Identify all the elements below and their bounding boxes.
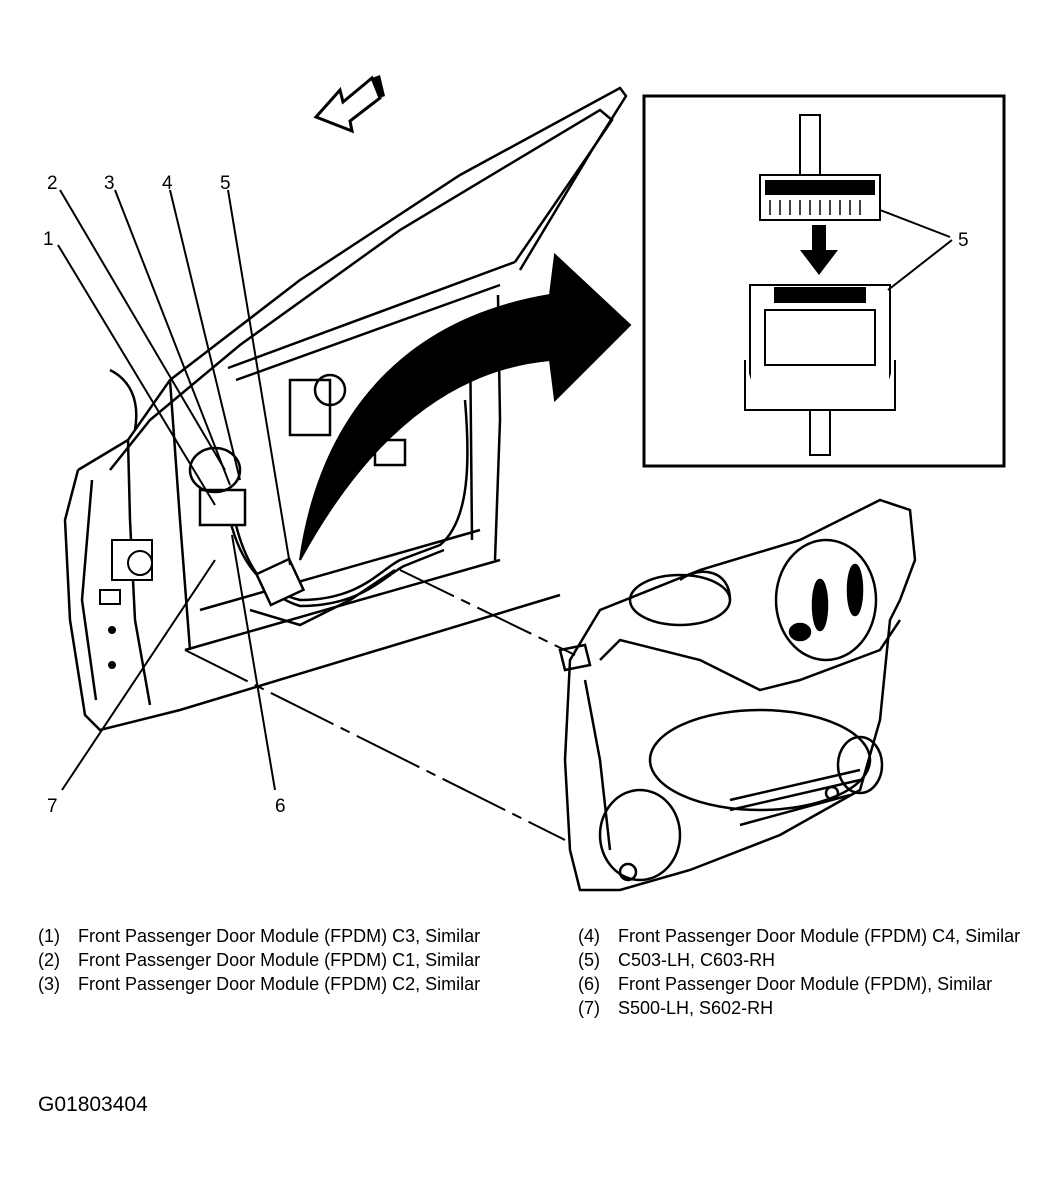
legend-item-6: (6) Front Passenger Door Module (FPDM), … <box>578 973 1044 996</box>
door-trim-panel <box>558 498 917 892</box>
legend-item-7: (7) S500-LH, S602-RH <box>578 997 1044 1020</box>
callout-6: 6 <box>275 796 286 817</box>
callout-5-inset: 5 <box>958 230 969 251</box>
callout-1: 1 <box>43 229 54 250</box>
legend-number: (4) <box>578 926 600 946</box>
legend-item-2: (2) Front Passenger Door Module (FPDM) C… <box>38 949 508 972</box>
legend-text: Front Passenger Door Module (FPDM), Simi… <box>618 974 993 994</box>
door-hinge-block <box>99 539 153 669</box>
legend-number: (6) <box>578 974 600 994</box>
alignment-lines <box>184 569 576 841</box>
door-module-diagram: 2 3 4 5 1 7 6 5 <box>43 75 1006 892</box>
legend-number: (3) <box>38 974 60 994</box>
legend-text: Front Passenger Door Module (FPDM) C3, S… <box>78 926 481 946</box>
connector-detail-inset <box>642 94 1006 468</box>
legend-text: Front Passenger Door Module (FPDM) C1, S… <box>78 950 481 970</box>
legend-text: Front Passenger Door Module (FPDM) C4, S… <box>618 926 1021 946</box>
legend-number: (1) <box>38 926 60 946</box>
legend-number: (7) <box>578 998 600 1018</box>
legend-item-1: (1) Front Passenger Door Module (FPDM) C… <box>38 925 508 948</box>
callout-2: 2 <box>47 173 58 194</box>
legend-item-4: (4) Front Passenger Door Module (FPDM) C… <box>578 925 1044 948</box>
callout-3: 3 <box>104 173 115 194</box>
callout-labels: 2 3 4 5 1 7 6 5 <box>43 173 969 817</box>
callout-leaders <box>57 189 291 791</box>
figure-id: G01803404 <box>38 1093 148 1116</box>
legend-text: Front Passenger Door Module (FPDM) C2, S… <box>78 974 481 994</box>
connector-plug <box>759 174 881 221</box>
detail-transfer-arrow <box>299 252 632 561</box>
view-direction-arrow <box>313 75 385 134</box>
callout-7: 7 <box>47 796 58 817</box>
connector-socket <box>744 284 896 456</box>
legend-right-column: (4) Front Passenger Door Module (FPDM) C… <box>578 925 1044 1021</box>
legend-number: (5) <box>578 950 600 970</box>
door-frame <box>63 86 628 732</box>
legend-number: (2) <box>38 950 60 970</box>
legend-item-3: (3) Front Passenger Door Module (FPDM) C… <box>38 973 508 996</box>
callout-5: 5 <box>220 173 231 194</box>
callout-4: 4 <box>162 173 173 194</box>
legend-text: S500-LH, S602-RH <box>618 998 774 1018</box>
legend-left-column: (1) Front Passenger Door Module (FPDM) C… <box>38 925 508 997</box>
legend-text: C503-LH, C603-RH <box>618 950 776 970</box>
legend-item-5: (5) C503-LH, C603-RH <box>578 949 1044 972</box>
